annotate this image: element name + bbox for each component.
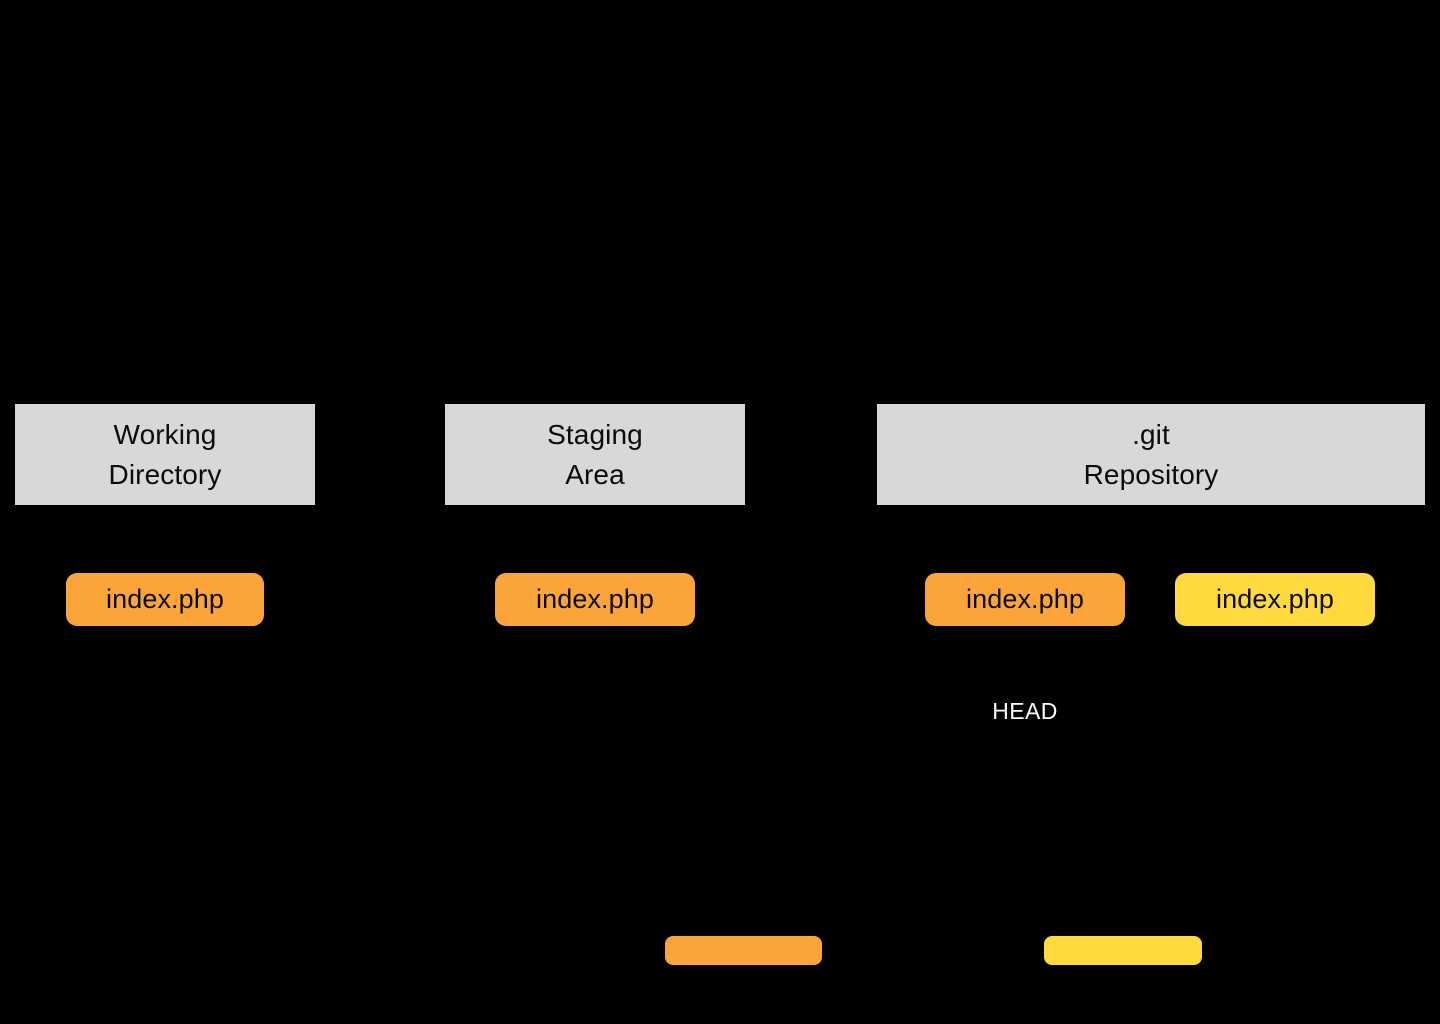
file-badge-repository-label: index.php	[966, 584, 1084, 614]
area-box-git-repository-label: .git Repository	[1083, 418, 1219, 490]
legend-bar-yellow	[1044, 936, 1202, 965]
file-badge-working-directory-label: index.php	[106, 584, 224, 614]
legend-bar-orange	[665, 936, 822, 965]
area-box-staging-area: Staging Area	[445, 404, 745, 505]
file-badge-working-directory: index.php	[66, 573, 264, 626]
area-box-working-directory: Working Directory	[15, 404, 315, 505]
file-badge-staging-area: index.php	[495, 573, 695, 626]
file-badge-repository-head-label: index.php	[1216, 584, 1334, 614]
area-box-staging-area-label: Staging Area	[547, 418, 643, 490]
file-badge-staging-area-label: index.php	[536, 584, 654, 614]
area-box-git-repository: .git Repository	[877, 404, 1425, 505]
head-pointer-label: HEAD	[992, 698, 1058, 724]
file-badge-repository: index.php	[925, 573, 1125, 626]
area-box-working-directory-label: Working Directory	[108, 418, 222, 490]
file-badge-repository-head: index.php	[1175, 573, 1375, 626]
